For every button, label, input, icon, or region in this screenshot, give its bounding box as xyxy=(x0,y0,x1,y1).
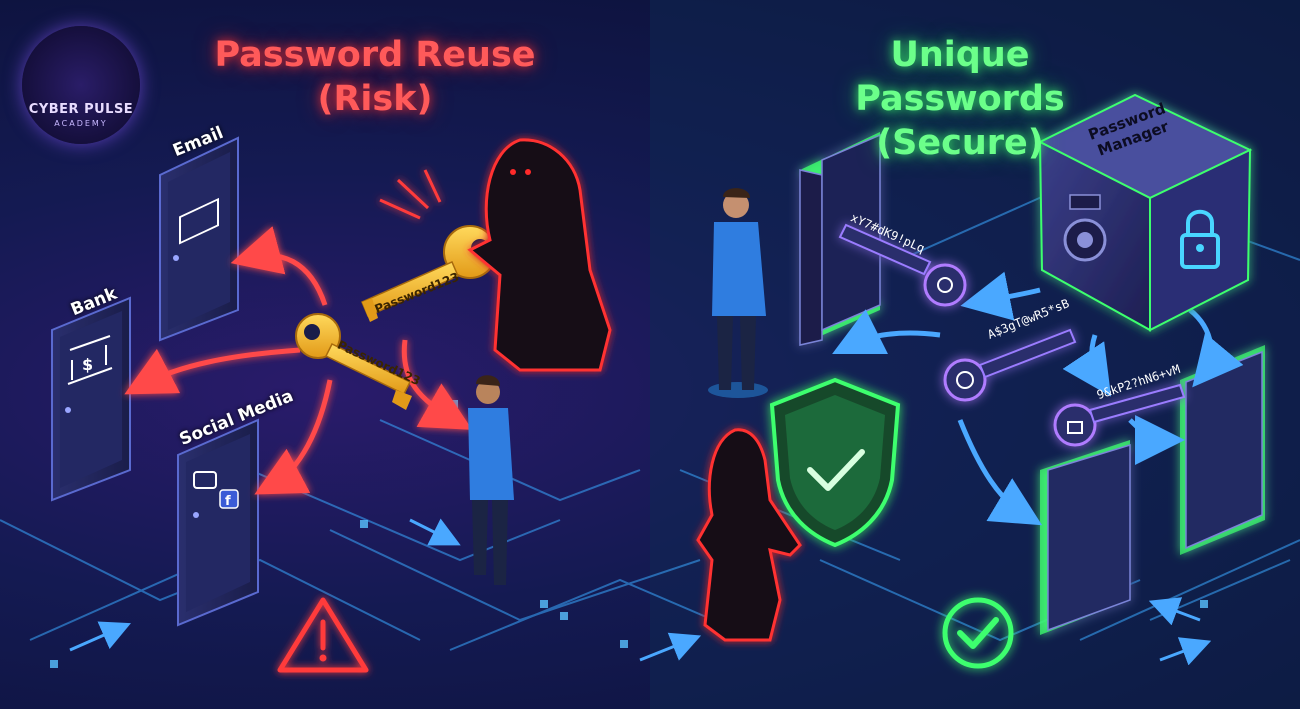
user-figure-left xyxy=(468,375,514,585)
user-figure-right xyxy=(708,188,768,398)
email-door xyxy=(159,136,239,342)
secure-title-line1: Unique Passwords xyxy=(855,35,1065,119)
secure-arrows xyxy=(832,271,1244,526)
door-open-bottom xyxy=(1040,440,1131,635)
logo: CYBER PULSE ACADEMY xyxy=(22,26,140,144)
risk-arrows xyxy=(124,226,473,495)
reused-key-bottom xyxy=(295,313,412,410)
shield-icon xyxy=(769,377,901,548)
secure-title: Unique Passwords (Secure) xyxy=(790,33,1130,165)
check-circle-icon xyxy=(942,597,1014,669)
unique-key-2 xyxy=(943,328,1077,402)
svg-text:f: f xyxy=(225,494,231,509)
bank-door: $ xyxy=(51,296,131,502)
unique-key-1 xyxy=(838,223,967,307)
hacker-figure-blocked xyxy=(696,428,802,642)
svg-text:$: $ xyxy=(82,355,93,374)
secure-title-line2: (Secure) xyxy=(876,123,1044,163)
risk-title: Password Reuse (Risk) xyxy=(205,33,545,121)
unique-key-3 xyxy=(1053,383,1186,447)
warning-icon xyxy=(277,597,369,673)
password-manager-safe xyxy=(1037,93,1253,332)
logo-name: CYBER PULSE xyxy=(28,102,134,117)
logo-subtitle: ACADEMY xyxy=(54,119,108,128)
social-media-door: f xyxy=(177,418,259,627)
risk-title-line1: Password Reuse xyxy=(214,35,536,75)
door-open-right xyxy=(1180,345,1265,555)
hacker-figure xyxy=(467,138,612,372)
risk-title-line2: (Risk) xyxy=(317,79,433,119)
